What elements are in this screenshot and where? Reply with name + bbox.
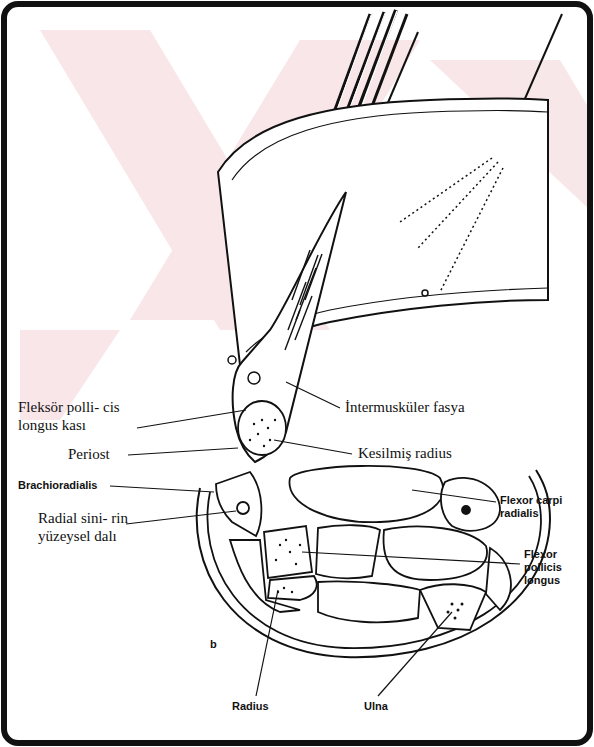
part-label: Kesilmiş radius xyxy=(358,444,452,462)
cut-section xyxy=(233,192,346,462)
retracted-flap xyxy=(218,99,548,366)
part-label: Flexor pollicis longus xyxy=(524,548,584,588)
part-label: İntermusküler fasya xyxy=(345,398,465,416)
watermark xyxy=(20,30,590,420)
part-label: b xyxy=(210,638,217,651)
part-label: Ulna xyxy=(364,700,388,713)
part-label: Radius xyxy=(232,700,269,713)
part-label: Flexor carpi radialis xyxy=(500,494,580,520)
part-label: Fleksör polli- cis longus kası xyxy=(18,398,134,434)
leader-lines xyxy=(110,382,520,696)
part-label: Radial sini- rin yüzeysel dalı xyxy=(38,509,134,545)
part-label: Brachioradialis xyxy=(18,479,97,492)
frame xyxy=(4,4,590,743)
part-label: Periost xyxy=(68,445,110,463)
cross-section xyxy=(197,466,550,657)
